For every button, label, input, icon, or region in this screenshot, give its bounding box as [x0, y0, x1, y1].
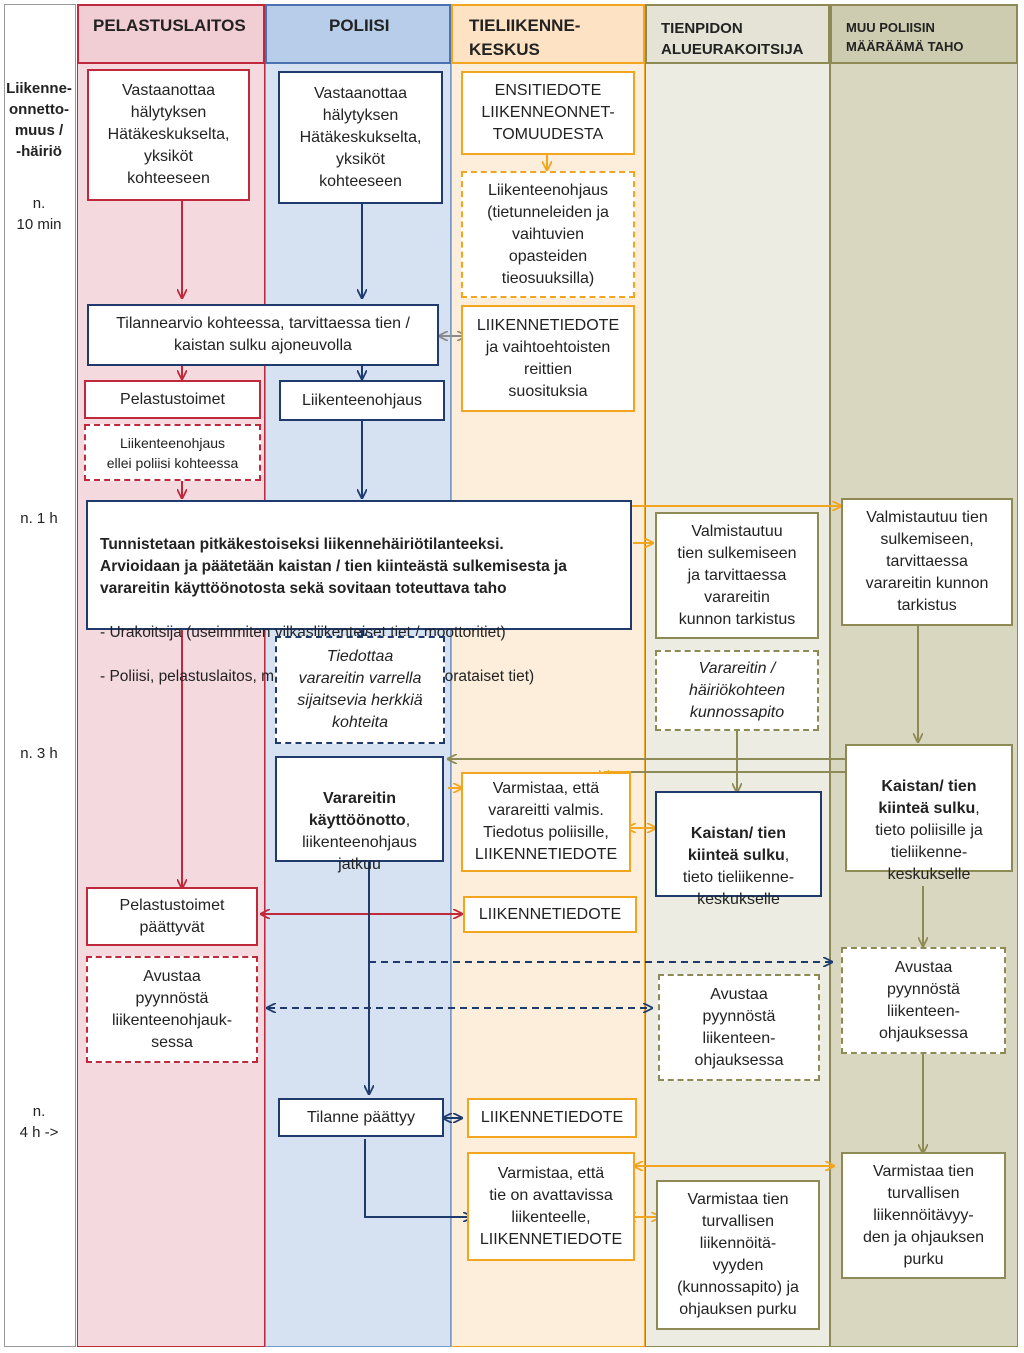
muu-valmistautuu-box: Valmistautuu tien sulkemiseen, tarvittae… [841, 498, 1013, 626]
tunnistetaan-heading: Tunnistetaan pitkäkestoiseksi liikennehä… [100, 536, 567, 597]
poliisi-vastaanottaa-box: Vastaanottaa hälytyksen Hätäkeskukselta,… [278, 71, 443, 204]
poliisi-tiedottaa-box: Tiedottaa varareitin varrella sijaitsevi… [275, 636, 445, 744]
time-label-4h: n. 4 h -> [19, 1103, 59, 1141]
lane-header-tienpito: TIENPIDON ALUEURAKOITSIJA [645, 4, 830, 64]
tunnistetaan-box: Tunnistetaan pitkäkestoiseksi liikennehä… [86, 500, 632, 685]
pelastustoimet-paattyvat-box: Pelastustoimet päättyvät [86, 887, 258, 946]
ensitiedote-box: ENSITIEDOTE LIIKENNEONNET- TOMUUDESTA [461, 71, 635, 155]
tilanne-paattyy-box: Tilanne päättyy [278, 1098, 444, 1137]
pelastustoimet-box: Pelastustoimet [84, 380, 261, 419]
pelastus-vastaanottaa-box: Vastaanottaa hälytyksen Hätäkeskukselta,… [87, 69, 250, 201]
tienpito-kiintea-sulku-box: Kaistan/ tien kiinteä sulku, tieto tieli… [655, 791, 822, 908]
lane-header-poliisi: POLIISI [265, 4, 451, 64]
lane-header-muu-taho: MUU POLIISIN MÄÄRÄÄMÄ TAHO [830, 4, 1018, 64]
time-label-3h: n. 3 h [20, 745, 58, 762]
poliisi-liikenteenohjaus-box: Liikenteenohjaus [279, 380, 445, 421]
time-label-1h: n. 1 h [20, 510, 58, 527]
lane-header-tieliikennekeskus: TIELIIKENNE- KESKUS [451, 4, 645, 64]
time-lane [4, 4, 76, 1347]
time-label-start: Liikenne- onnetto- muus / -häiriö [6, 80, 72, 160]
time-label-10min: n. 10 min [16, 195, 62, 233]
muu-kiintea-sulku-box: Kaistan/ tien kiinteä sulku, tieto polii… [845, 744, 1013, 883]
varareitin-kayttoonotto-heading: Varareitin käyttöönotto [308, 790, 406, 829]
pelastus-avustaa-box: Avustaa pyynnöstä liikenteenohjauk- sess… [86, 956, 258, 1063]
tilannearvio-box: Tilannearvio kohteessa, tarvittaessa tie… [87, 304, 439, 366]
varareitin-kayttoonotto-box: Varareitin käyttöönotto, liikenteenohjau… [275, 756, 444, 873]
varareitti-kunnossapito-box: Varareitin / häiriökohteen kunnossapito [655, 650, 819, 731]
tienpito-turvallinen-box: Varmistaa tien turvallisen liikennöitä- … [656, 1180, 820, 1330]
liikennetiedote-3-box: LIIKENNETIEDOTE [467, 1098, 637, 1138]
pelastus-liikenteenohjaus-box: Liikenteenohjaus ellei poliisi kohteessa [84, 424, 261, 481]
liikennetiedote-vaihtoehtoiset-box: LIIKENNETIEDOTE ja vaihtoehtoisten reitt… [461, 305, 635, 412]
tlk-liikenteenohjaus-box: Liikenteenohjaus (tietunneleiden ja vaih… [461, 171, 635, 298]
tienpito-kiintea-sulku-heading: Kaistan/ tien kiinteä sulku [687, 825, 787, 864]
varmistaa-avattavissa-box: Varmistaa, että tie on avattavissa liike… [467, 1152, 635, 1261]
tienpito-avustaa-box: Avustaa pyynnöstä liikenteen- ohjauksess… [658, 974, 820, 1081]
varmistaa-varareitti-box: Varmistaa, että varareitti valmis. Tiedo… [461, 772, 631, 872]
liikennetiedote-2-box: LIIKENNETIEDOTE [463, 896, 637, 933]
muu-kiintea-sulku-heading: Kaistan/ tien kiinteä sulku [878, 778, 977, 817]
muu-kiintea-sulku-text: , tieto poliisille ja tieliikenne- kesku… [875, 800, 983, 883]
tienpito-kiintea-sulku-text: , tieto tieliikenne- keskukselle [682, 847, 795, 908]
muu-avustaa-box: Avustaa pyynnöstä liikenteen- ohjauksess… [841, 947, 1006, 1054]
varareitin-kayttoonotto-text: , liikenteenohjaus jatkuu [302, 812, 417, 873]
muu-turvallinen-box: Varmistaa tien turvallisen liikennöitävy… [841, 1152, 1006, 1279]
pelastuslaitos-lane [77, 4, 265, 1347]
tienpito-valmistautuu-box: Valmistautuu tien sulkemiseen ja tarvitt… [655, 512, 819, 639]
lane-header-pelastuslaitos: PELASTUSLAITOS [77, 4, 265, 64]
